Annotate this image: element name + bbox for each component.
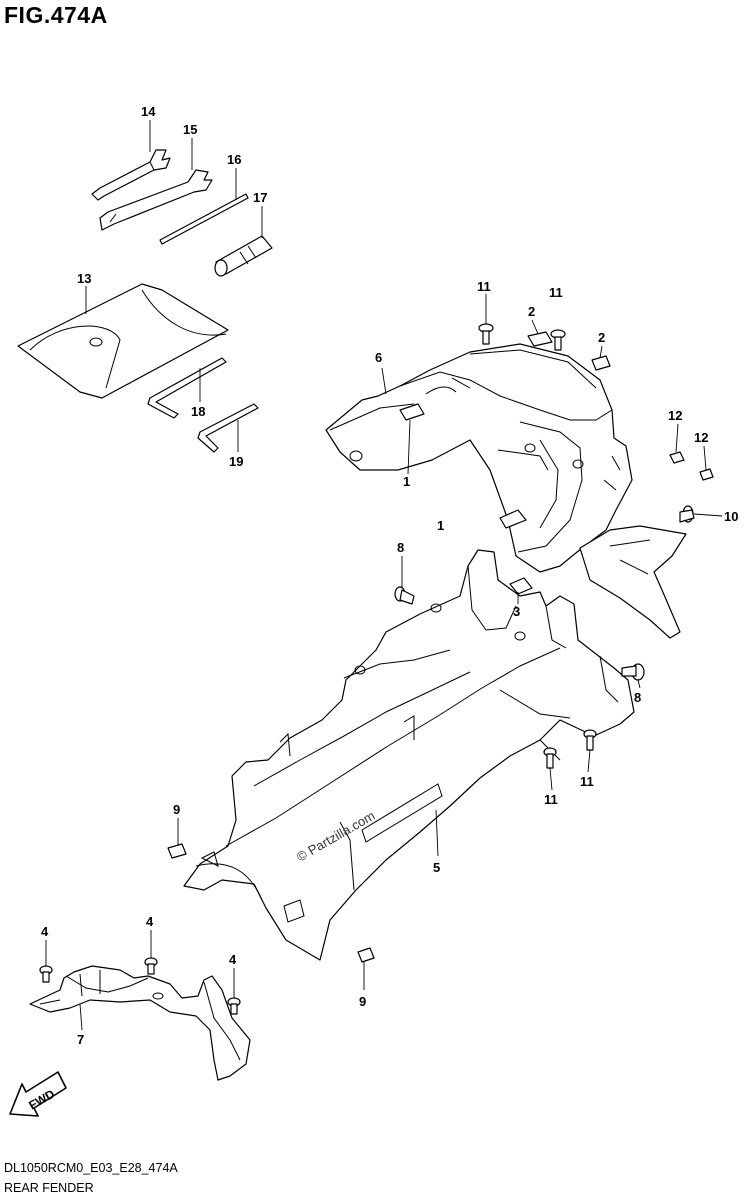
part-1-pad-middle[interactable] (499, 509, 527, 529)
callout-11-top-right: 11 (549, 285, 563, 300)
callout-19: 19 (229, 454, 243, 469)
part-11-screw-lower-left[interactable] (543, 747, 557, 769)
callout-8-upper: 8 (397, 540, 404, 555)
callout-9-left: 9 (173, 802, 180, 817)
part-5-rear-fender-lower[interactable] (183, 549, 635, 961)
part-2-clip-left[interactable] (527, 331, 553, 347)
part-2-clip-right[interactable] (591, 355, 611, 371)
part-4-screw-left[interactable] (39, 965, 53, 983)
fwd-direction-arrow: FWD (9, 1071, 67, 1117)
part-1-pad-upper[interactable] (399, 403, 425, 421)
diagram-name: REAR FENDER (4, 1181, 94, 1195)
part-13-tool-bag[interactable] (17, 283, 229, 399)
callout-12-left: 12 (668, 408, 682, 423)
part-6-rear-fender-upper[interactable] (325, 343, 633, 573)
leader-lines (45, 120, 723, 1031)
part-4-screw-middle[interactable] (144, 957, 158, 975)
callout-11-lower-right: 11 (580, 774, 594, 789)
part-12-nut-right[interactable] (699, 468, 714, 481)
callout-15: 15 (183, 122, 197, 137)
callout-17: 17 (253, 190, 267, 205)
callout-4-left: 4 (41, 924, 49, 939)
callout-10: 10 (724, 509, 738, 524)
callout-16: 16 (227, 152, 241, 167)
callout-8-lower: 8 (634, 690, 641, 705)
callout-2-left: 2 (528, 304, 535, 319)
part-16-screwdriver-shaft[interactable] (159, 193, 249, 245)
callout-7: 7 (77, 1032, 84, 1047)
part-9-nut-left[interactable] (167, 843, 187, 859)
part-8-bolt-upper[interactable] (394, 586, 415, 605)
callout-18: 18 (191, 404, 205, 419)
callout-2-right: 2 (598, 330, 605, 345)
callout-11-top-left: 11 (477, 279, 491, 294)
callout-1-middle: 1 (437, 518, 444, 533)
callout-4-right: 4 (229, 952, 237, 967)
figure-title: FIG.474A (4, 2, 108, 28)
part-11-screw-top-right[interactable] (550, 329, 566, 351)
part-6-rear-flap[interactable] (579, 525, 687, 639)
part-19-hex-key[interactable] (197, 403, 259, 453)
part-15-wrench[interactable] (99, 169, 213, 231)
callout-9-right: 9 (359, 994, 366, 1009)
part-10-bolt[interactable] (679, 505, 695, 523)
callout-13: 13 (77, 271, 91, 286)
callout-12-right: 12 (694, 430, 708, 445)
part-3-clip[interactable] (509, 577, 533, 595)
callout-1-upper: 1 (403, 474, 410, 489)
part-11-screw-top-left[interactable] (478, 323, 494, 345)
part-12-nut-left[interactable] (669, 451, 685, 464)
part-14-wrench[interactable] (91, 149, 171, 201)
callout-6: 6 (375, 350, 382, 365)
callout-3: 3 (513, 604, 520, 619)
part-17-screwdriver-handle[interactable] (214, 235, 273, 277)
callout-11-lower-left: 11 (544, 792, 558, 807)
diagram-code: DL1050RCM0_E03_E28_474A (4, 1161, 178, 1175)
part-8-bolt-lower[interactable] (621, 663, 645, 681)
part-7-mudguard[interactable] (29, 965, 251, 1081)
part-18-hex-key[interactable] (147, 357, 227, 419)
callout-5: 5 (433, 860, 440, 875)
callout-4-middle: 4 (146, 914, 154, 929)
part-11-screw-lower-right[interactable] (583, 729, 597, 751)
part-9-nut-right[interactable] (357, 947, 375, 963)
callout-14: 14 (141, 104, 156, 119)
